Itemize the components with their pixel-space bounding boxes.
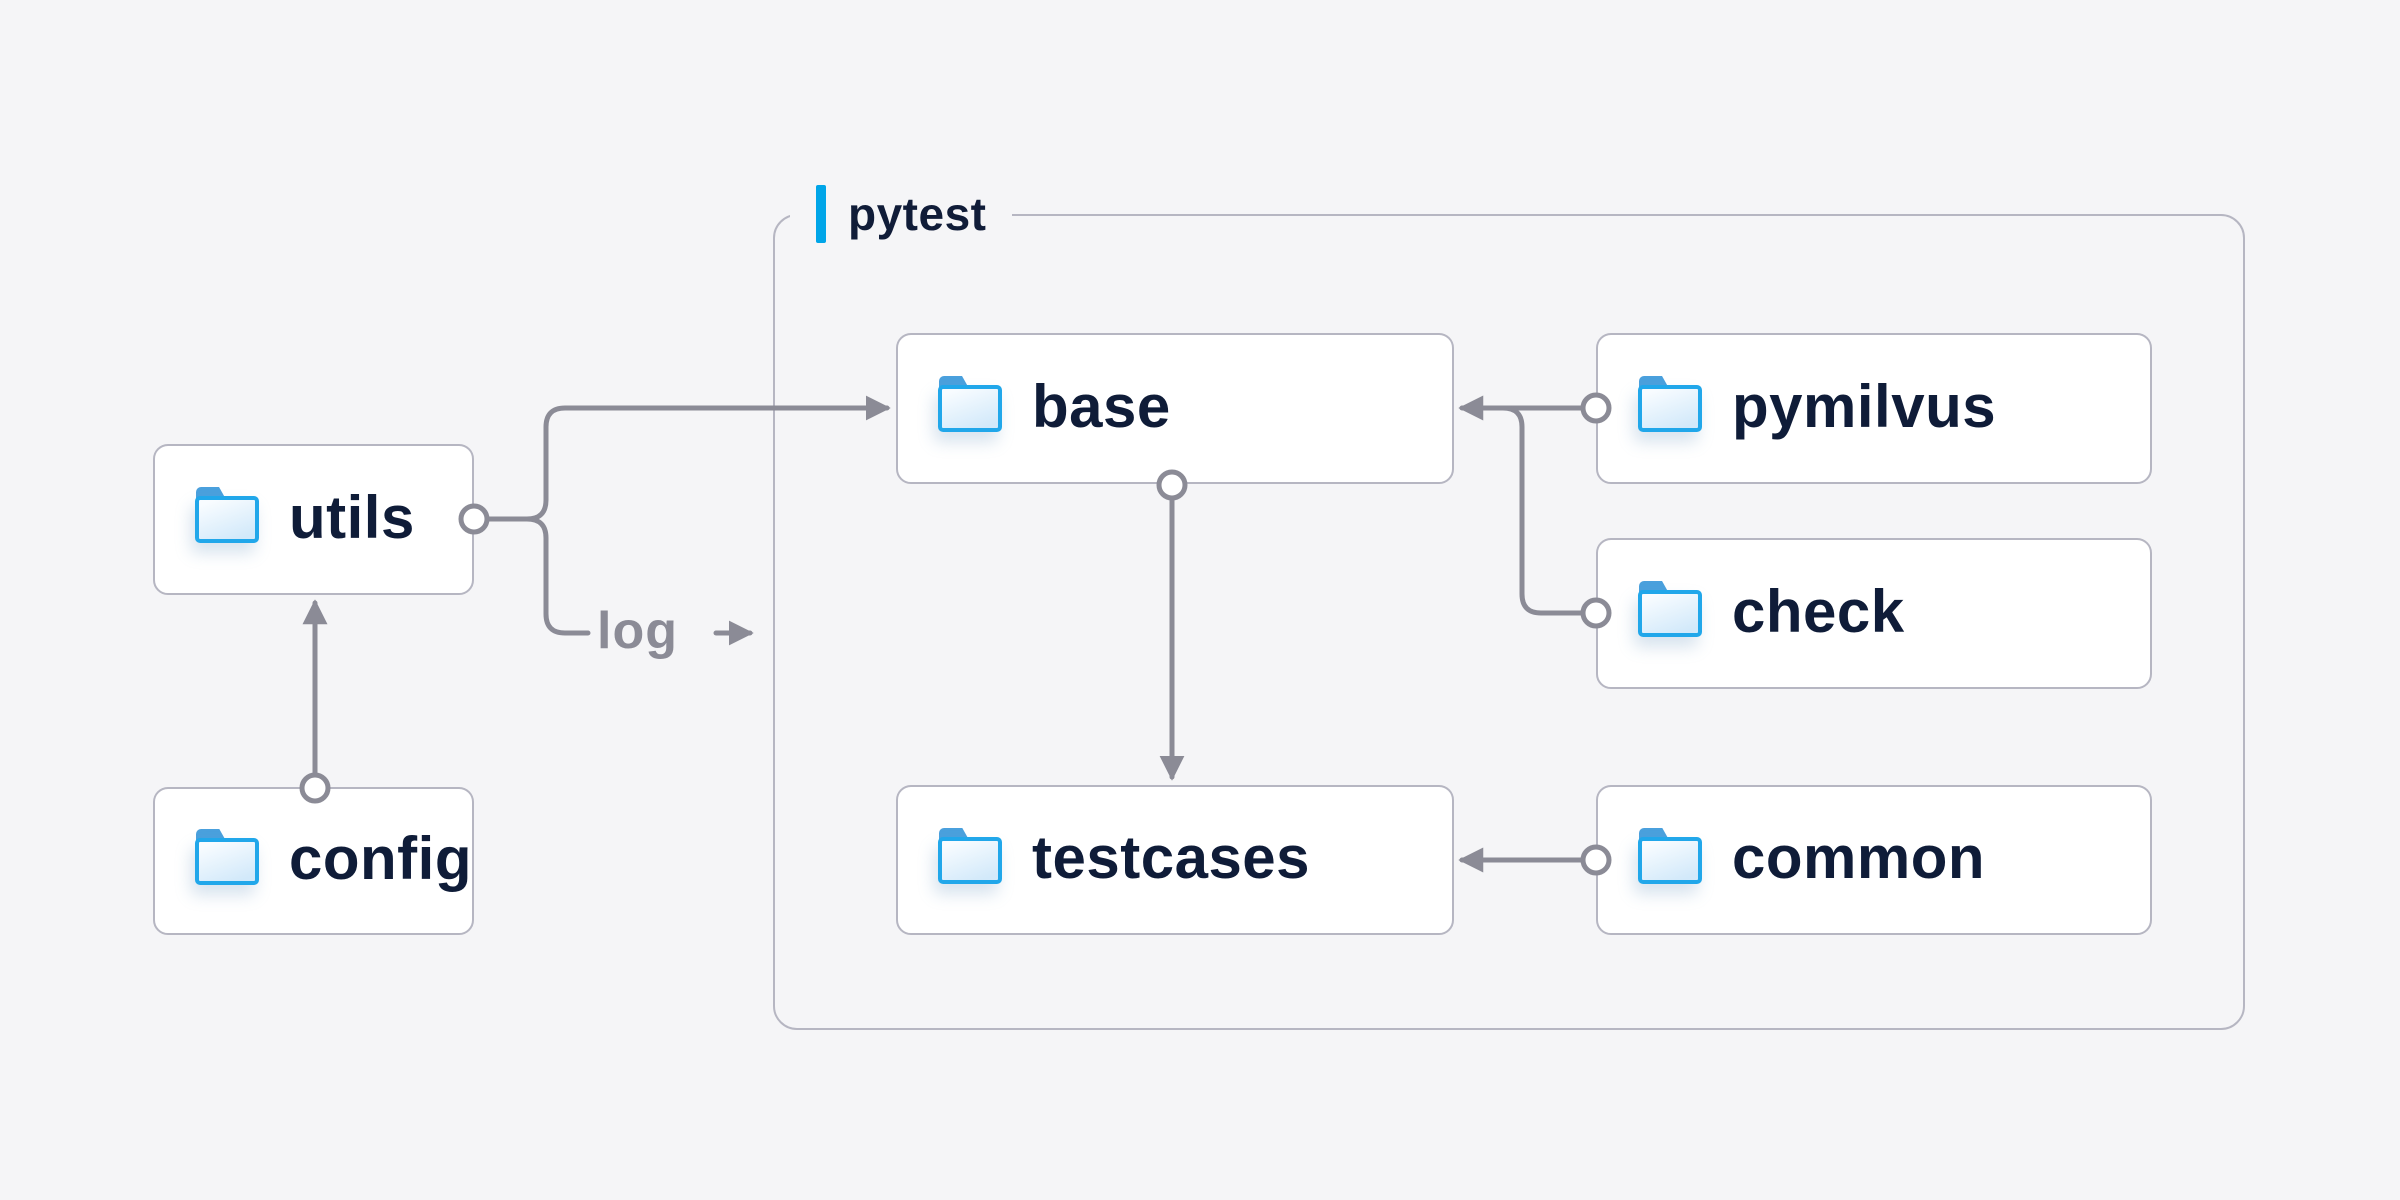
node-label-check: check	[1732, 577, 1905, 645]
folder-icon	[195, 487, 259, 543]
node-utils: utils	[153, 444, 474, 595]
node-config: config	[153, 787, 474, 935]
node-label-common: common	[1732, 824, 1986, 891]
node-common: common	[1596, 785, 2152, 935]
folder-icon	[1638, 581, 1702, 637]
node-pymilvus: pymilvus	[1596, 333, 2152, 484]
node-label-testcases: testcases	[1032, 824, 1311, 891]
node-label-pymilvus: pymilvus	[1732, 372, 1997, 440]
folder-icon	[1638, 827, 1702, 884]
group-title: pytest	[848, 188, 987, 240]
folder-icon	[938, 376, 1002, 432]
node-base: base	[896, 333, 1454, 484]
node-label-config: config	[289, 825, 472, 892]
folder-icon	[938, 827, 1002, 884]
edge-label-log: log	[597, 601, 678, 660]
node-label-utils: utils	[289, 483, 415, 551]
node-testcases: testcases	[896, 785, 1454, 935]
accent-bar-icon	[816, 185, 826, 243]
folder-icon	[1638, 376, 1702, 432]
folder-icon	[195, 828, 259, 885]
pytest-group-container	[773, 214, 2245, 1030]
pytest-group-label: pytest	[790, 179, 1013, 249]
node-check: check	[1596, 538, 2152, 689]
node-label-base: base	[1032, 372, 1171, 440]
